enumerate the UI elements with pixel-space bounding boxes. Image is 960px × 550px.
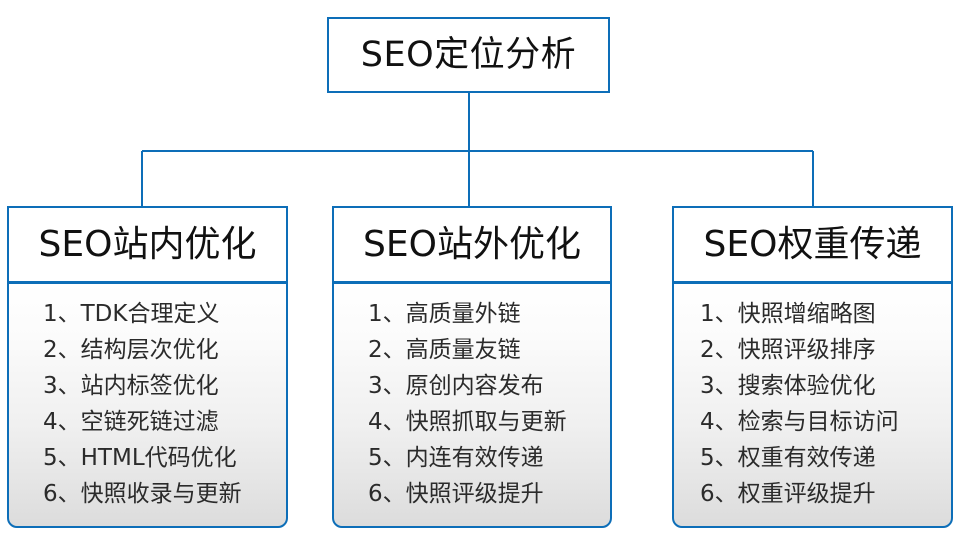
- list-item: 4、快照抓取与更新: [368, 409, 567, 435]
- branch-header-1: SEO站外优化: [332, 206, 612, 283]
- branch-header-title-1: SEO站外优化: [363, 223, 581, 265]
- branch-header-title-2: SEO权重传递: [703, 223, 922, 265]
- list-item: 1、TDK合理定义: [43, 301, 220, 327]
- list-item: 1、快照增缩略图: [700, 301, 876, 327]
- list-item: 3、站内标签优化: [43, 373, 219, 399]
- list-item: 2、结构层次优化: [43, 337, 219, 363]
- branch-body-1: 1、高质量外链 2、高质量友链 3、原创内容发布 4、快照抓取与更新 5、内连有…: [332, 282, 612, 528]
- branch-column-seo-onsite: SEO站内优化 1、TDK合理定义 2、结构层次优化 3、站内标签优化 4、空链…: [7, 206, 288, 528]
- branch-header-2: SEO权重传递: [672, 206, 953, 283]
- branch-body-2: 1、快照增缩略图 2、快照评级排序 3、搜索体验优化 4、检索与目标访问 5、权…: [672, 282, 953, 528]
- list-item: 4、检索与目标访问: [700, 409, 899, 435]
- list-item: 6、快照评级提升: [368, 481, 544, 507]
- list-item: 6、权重评级提升: [700, 481, 876, 507]
- list-item: 6、快照收录与更新: [43, 481, 242, 507]
- list-item: 5、权重有效传递: [700, 445, 876, 471]
- root-node: SEO定位分析: [327, 17, 610, 93]
- branch-header-0: SEO站内优化: [7, 206, 288, 283]
- branch-column-seo-weight-transfer: SEO权重传递 1、快照增缩略图 2、快照评级排序 3、搜索体验优化 4、检索与…: [672, 206, 953, 528]
- list-item: 1、高质量外链: [368, 301, 521, 327]
- list-item: 2、快照评级排序: [700, 337, 876, 363]
- branch-body-0: 1、TDK合理定义 2、结构层次优化 3、站内标签优化 4、空链死链过滤 5、H…: [7, 282, 288, 528]
- list-item: 5、HTML代码优化: [43, 445, 237, 471]
- list-item: 3、原创内容发布: [368, 373, 544, 399]
- list-item: 5、内连有效传递: [368, 445, 544, 471]
- list-item: 3、搜索体验优化: [700, 373, 876, 399]
- list-item: 4、空链死链过滤: [43, 409, 219, 435]
- branch-header-title-0: SEO站内优化: [38, 223, 257, 265]
- root-node-title: SEO定位分析: [360, 34, 577, 75]
- branch-column-seo-offsite: SEO站外优化 1、高质量外链 2、高质量友链 3、原创内容发布 4、快照抓取与…: [332, 206, 612, 528]
- list-item: 2、高质量友链: [368, 337, 521, 363]
